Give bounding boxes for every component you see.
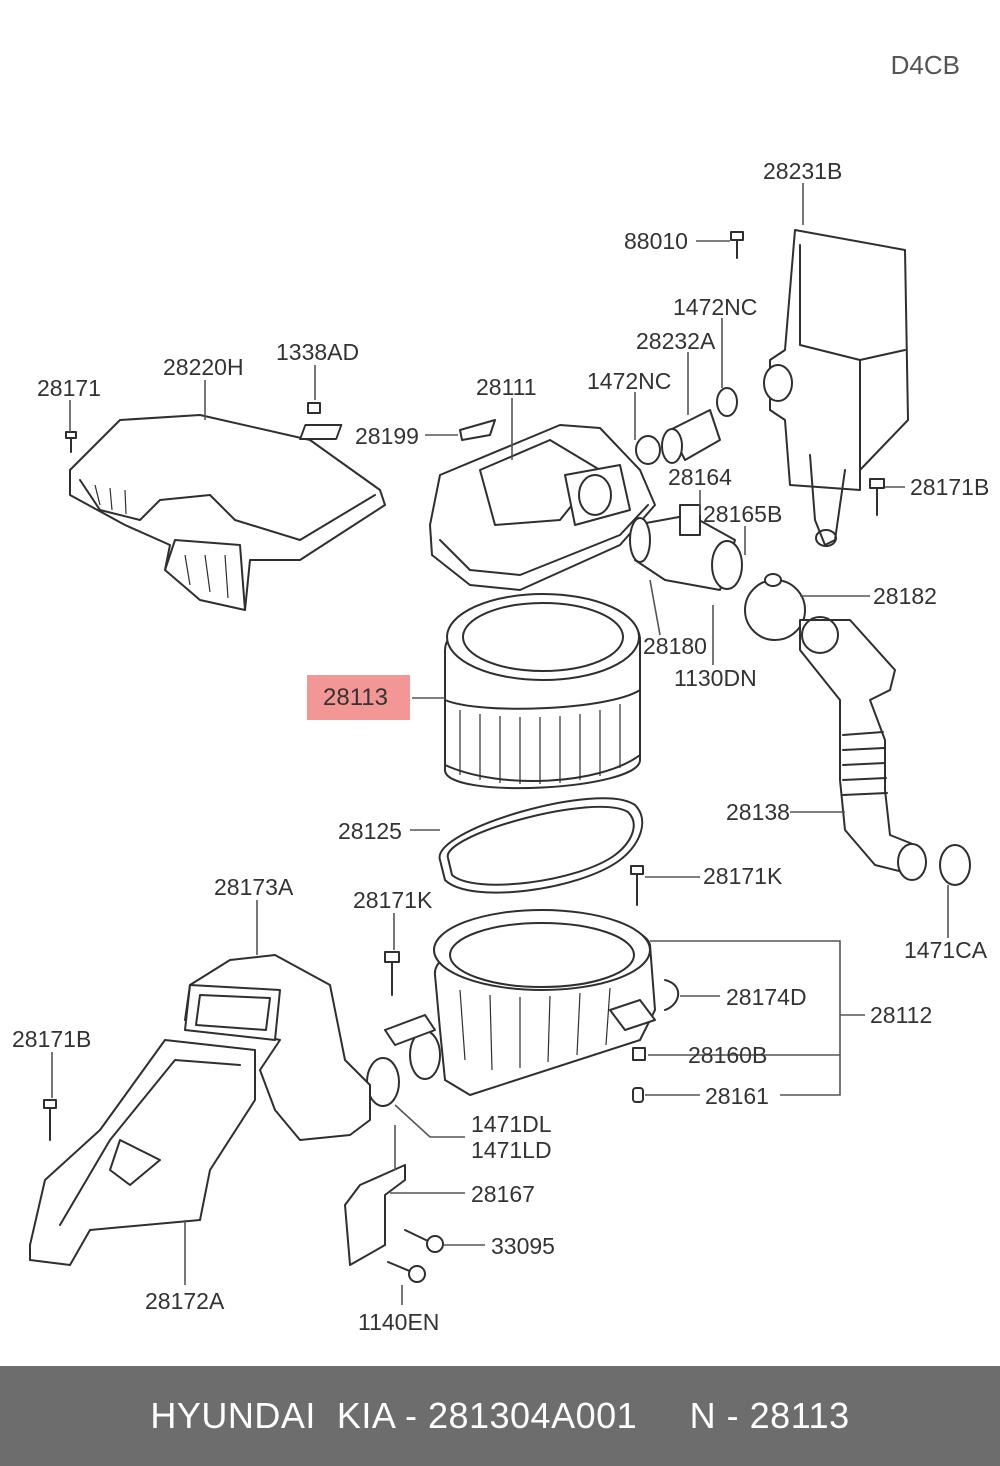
part-label[interactable]: 28199 [355, 423, 419, 449]
part-label[interactable]: 28231B [763, 158, 843, 184]
part-label[interactable]: 28161 [705, 1083, 769, 1109]
part-label[interactable]: 28171K [703, 863, 783, 889]
airflow-sensor-28164 [629, 504, 743, 591]
highlighted-part-number[interactable]: 28113 [323, 684, 388, 711]
leader-lines [51, 183, 949, 1305]
part-label[interactable]: 28112 [870, 1002, 933, 1028]
resonator-box-28231B [763, 229, 909, 547]
gasket-28125 [438, 797, 644, 894]
highlight-box [307, 675, 410, 720]
bolt-28171K-left [384, 951, 400, 996]
nut-1338AD [307, 402, 321, 414]
part-label[interactable]: 28171B [910, 474, 990, 500]
part-label[interactable]: 33095 [491, 1233, 555, 1259]
hose-28138 [744, 573, 971, 886]
part-label[interactable]: 1471CA [904, 937, 988, 963]
label-28199 [299, 424, 343, 440]
bolt-28171B-left [43, 1099, 57, 1141]
part-label[interactable]: 28232A [636, 328, 716, 354]
hose-28232A [635, 387, 738, 465]
part-label[interactable]: 28164 [668, 464, 732, 490]
part-label[interactable]: 1471DL [471, 1111, 552, 1137]
part-label[interactable]: 28167 [471, 1181, 535, 1207]
part-label[interactable]: 88010 [624, 228, 688, 254]
part-label[interactable]: 28160B [688, 1042, 768, 1068]
part-label[interactable]: 28138 [726, 799, 790, 825]
nut-28160B [632, 1047, 646, 1061]
part-label[interactable]: 28220H [163, 354, 244, 380]
exploded-view-drawing [29, 183, 971, 1305]
part-label[interactable]: 28171 [37, 375, 101, 401]
part-label[interactable]: 28171K [353, 887, 433, 913]
part-label[interactable]: 1472NC [587, 368, 672, 394]
bolt-28171K-right [630, 865, 644, 906]
bolt-88010 [730, 231, 744, 259]
part-label[interactable]: 28180 [643, 633, 707, 659]
lower-case-28112 [384, 909, 656, 1096]
part-label[interactable]: 28173A [214, 874, 294, 900]
part-label[interactable]: 1130DN [674, 665, 757, 691]
part-label[interactable]: 28111 [476, 374, 537, 400]
duct-28220H [69, 414, 386, 611]
part-label[interactable]: 28125 [338, 818, 402, 844]
part-label[interactable]: 28165B [703, 501, 783, 527]
part-label[interactable]: 28172A [145, 1288, 225, 1314]
bolt-1140EN [387, 1261, 426, 1283]
duct-28173A [184, 954, 371, 1141]
footer-bar: HYUNDAI KIA - 281304A001 N - 28113 [0, 1366, 1000, 1466]
part-label[interactable]: 28182 [873, 583, 937, 609]
bolt-28171B-top [869, 478, 885, 516]
part-label[interactable]: 1338AD [276, 339, 360, 365]
bolt-33095 [404, 1229, 444, 1253]
bracket-28167 [344, 1164, 406, 1266]
engine-code: D4CB [890, 50, 960, 80]
clip-28174D [664, 979, 680, 1011]
part-label[interactable]: 1472NC [673, 294, 758, 320]
part-label[interactable]: 1471LD [471, 1137, 552, 1163]
footer-part-info: HYUNDAI KIA - 281304A001 N - 28113 [150, 1395, 850, 1436]
bolt-28171 [65, 431, 77, 453]
air-filter-28113 [444, 593, 641, 790]
upper-cover-28111 [429, 419, 656, 591]
parts-diagram [29, 183, 971, 1305]
part-label[interactable]: 1140EN [358, 1309, 440, 1335]
clamp-1471DL [366, 1057, 400, 1107]
part-label[interactable]: 28171B [12, 1026, 92, 1052]
duct-28172A [29, 1039, 256, 1266]
grommet-28161 [632, 1087, 644, 1103]
part-label[interactable]: 28174D [726, 984, 807, 1010]
